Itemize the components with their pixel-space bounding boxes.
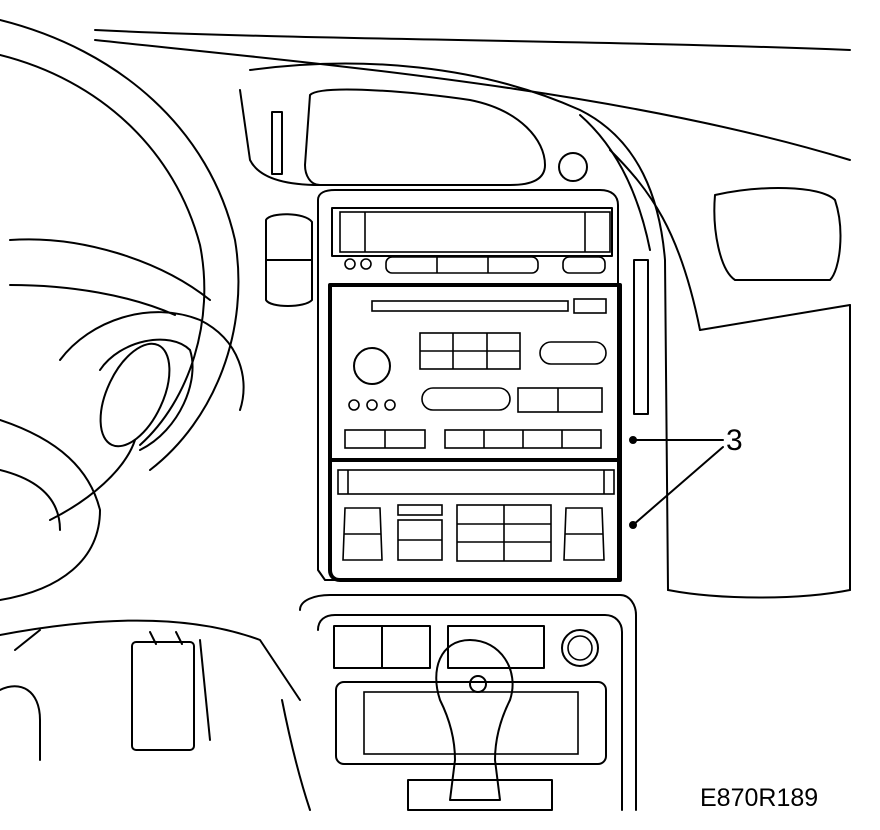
figure-id: E870R189 [700, 784, 818, 812]
right-vent [633, 187, 842, 415]
center-vent [304, 88, 588, 186]
callout-3: 3 [629, 424, 743, 529]
left-controls [265, 111, 313, 307]
callout-label: 3 [726, 424, 743, 457]
pedal-area [0, 629, 211, 761]
lower-console [281, 594, 637, 811]
center-stack [317, 189, 622, 582]
steering-wheel [0, 19, 301, 701]
dashboard-outline [94, 29, 851, 599]
